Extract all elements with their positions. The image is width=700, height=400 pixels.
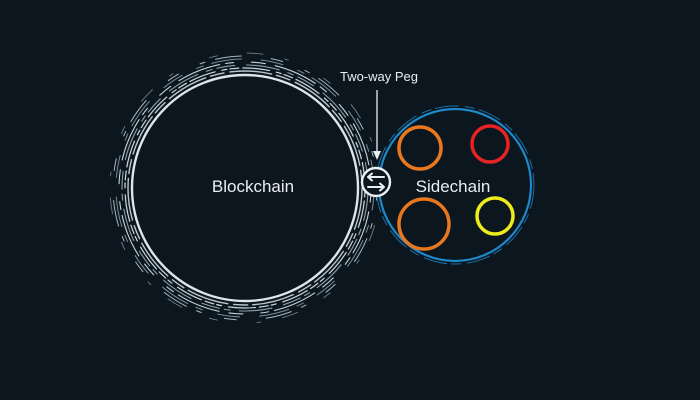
blockchain-label: Blockchain — [212, 177, 294, 196]
sidechain-label: Sidechain — [416, 177, 491, 196]
swap-arrows-icon — [360, 166, 392, 198]
peg-pointer-arrowhead — [373, 151, 381, 160]
orange-chain-ring-large — [397, 197, 451, 251]
yellow-chain-ring — [475, 196, 515, 236]
peg-label: Two-way Peg — [340, 69, 418, 84]
blockchain-ring — [127, 70, 363, 306]
blockchain-ring-core — [130, 73, 360, 303]
orange-chain-ring — [397, 125, 443, 171]
sidechain-ring-outer — [375, 105, 535, 265]
red-chain-ring — [470, 124, 510, 164]
